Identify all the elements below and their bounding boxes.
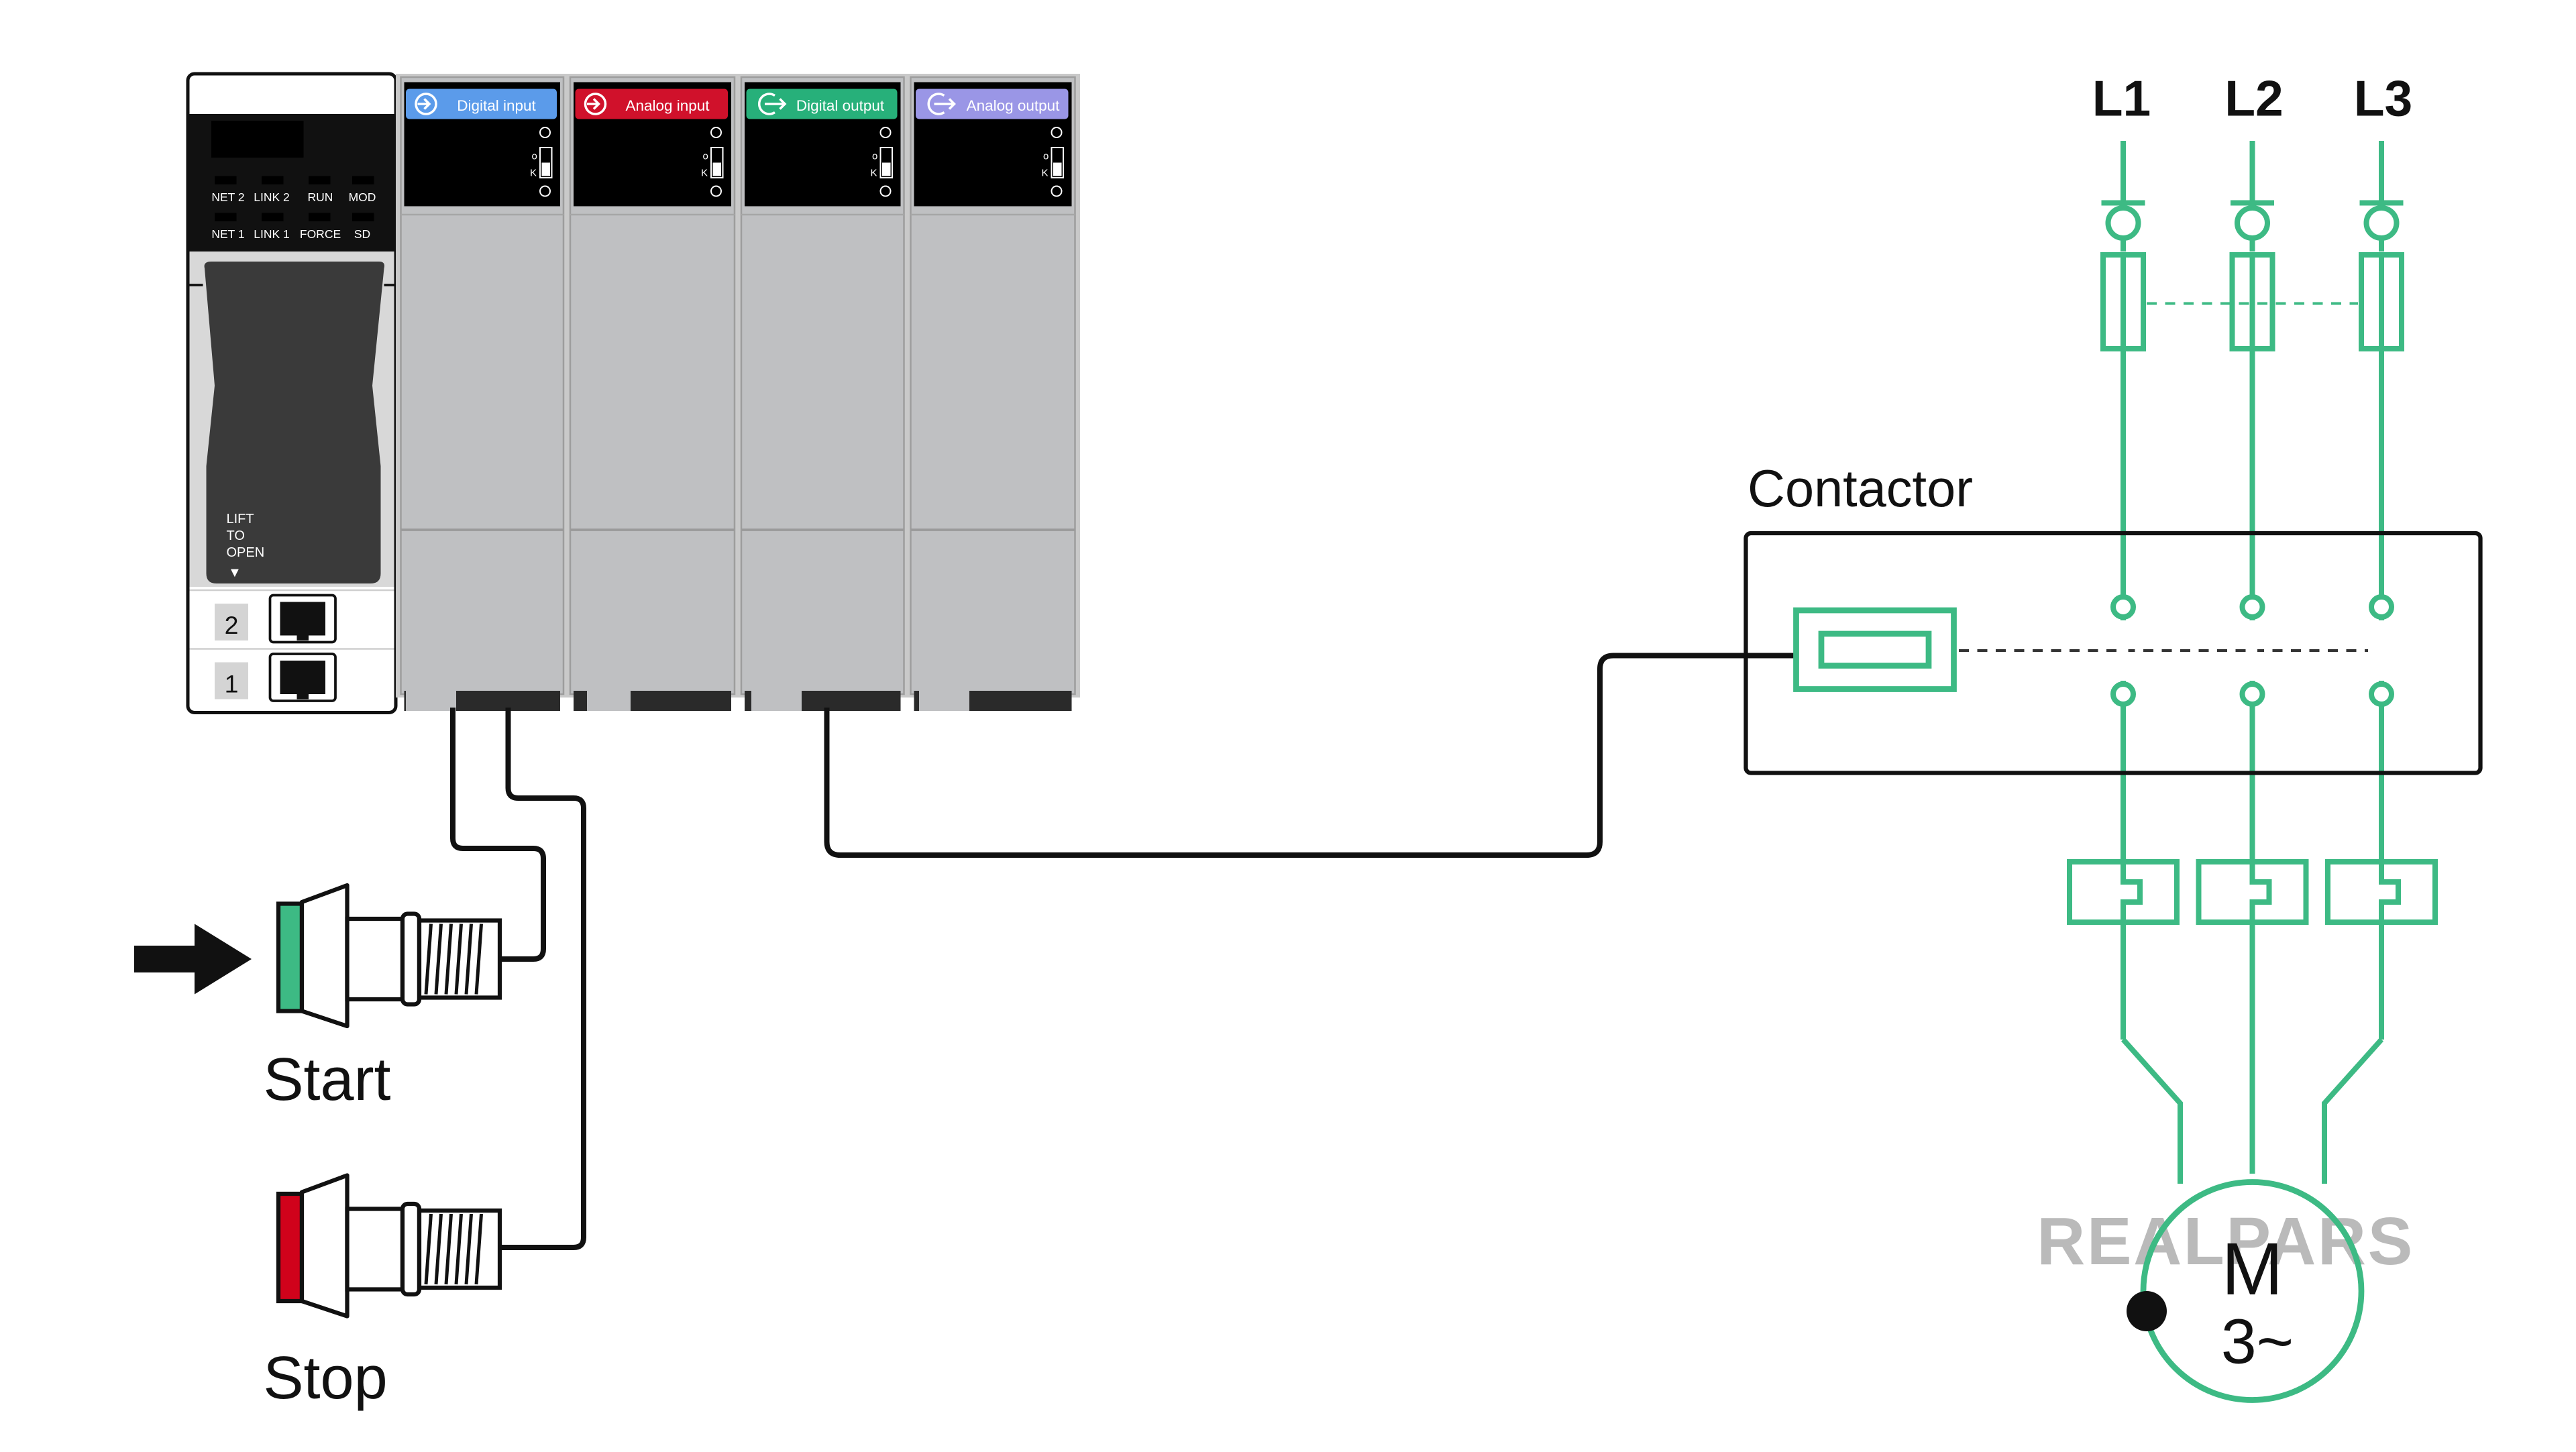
overload-relay bbox=[2067, 859, 2438, 925]
plc-display bbox=[211, 121, 304, 158]
io-modules: Digital input o K Analog input o K bbox=[396, 74, 1080, 711]
phase-label-l1: L1 bbox=[2092, 70, 2151, 127]
module-mark-k: K bbox=[871, 168, 877, 179]
port-label-2: 2 bbox=[225, 611, 239, 639]
lock-open-icon bbox=[710, 127, 722, 138]
plc-controller: NET 2 LINK 2 RUN MOD NET 1 LINK 1 FORCE … bbox=[186, 72, 398, 714]
module-mark-o: o bbox=[872, 151, 877, 162]
start-label: Start bbox=[264, 1046, 391, 1113]
module-mark-o: o bbox=[703, 151, 708, 162]
module-mark-k: K bbox=[530, 168, 537, 179]
control-wiring bbox=[450, 653, 1794, 1250]
module-analog-output: Analog output o K bbox=[910, 76, 1076, 711]
module-mark-o: o bbox=[1043, 151, 1049, 162]
stop-label: Stop bbox=[264, 1345, 388, 1412]
led-label-link1: LINK 1 bbox=[254, 227, 290, 241]
lock-closed-icon bbox=[710, 185, 722, 197]
module-label-digital-output: Digital output bbox=[796, 97, 885, 114]
motor-label-phase: 3~ bbox=[2221, 1306, 2294, 1378]
start-push-button[interactable] bbox=[134, 883, 502, 1029]
contactor-label: Contactor bbox=[1748, 460, 1973, 518]
plc-door bbox=[204, 262, 384, 583]
module-mark-k: K bbox=[1042, 168, 1049, 179]
door-text-lift: LIFT bbox=[227, 512, 254, 526]
phase-label-l3: L3 bbox=[2354, 70, 2413, 127]
lock-closed-icon bbox=[539, 185, 551, 197]
motor-terminal-dot bbox=[2127, 1291, 2167, 1331]
stop-push-button[interactable] bbox=[276, 1173, 502, 1319]
led-label-run: RUN bbox=[308, 190, 333, 204]
module-label-analog-input: Analog input bbox=[625, 97, 710, 114]
wire-contactor-coil bbox=[824, 653, 1794, 858]
led-label-net1: NET 1 bbox=[211, 227, 244, 241]
lock-closed-icon bbox=[879, 185, 892, 197]
module-mark-o: o bbox=[532, 151, 537, 162]
port-label-1: 1 bbox=[225, 670, 239, 698]
led-label-link2: LINK 2 bbox=[254, 190, 290, 204]
lock-open-icon bbox=[879, 127, 892, 138]
module-digital-input: Digital input o K bbox=[400, 76, 565, 711]
phase-labels: L1 L2 L3 bbox=[2092, 70, 2413, 127]
led-label-net2: NET 2 bbox=[211, 190, 244, 204]
module-label-analog-output: Analog output bbox=[967, 97, 1061, 114]
motor: M 3~ bbox=[2127, 1179, 2365, 1403]
arrow-out-icon bbox=[758, 93, 775, 115]
module-analog-input: Analog input o K bbox=[569, 76, 736, 711]
phase-label-l2: L2 bbox=[2224, 70, 2284, 127]
lock-open-icon bbox=[1051, 127, 1063, 138]
led-label-sd: SD bbox=[354, 227, 370, 241]
lock-closed-icon bbox=[1051, 185, 1063, 197]
door-arrow-icon: ▼ bbox=[228, 565, 241, 580]
door-text-open: OPEN bbox=[227, 545, 265, 560]
module-digital-output: Digital output o K bbox=[740, 76, 905, 711]
module-label-digital-input: Digital input bbox=[457, 97, 536, 114]
lock-open-icon bbox=[539, 127, 551, 138]
arrow-in-icon bbox=[584, 93, 607, 115]
module-mark-k: K bbox=[701, 168, 708, 179]
arrow-out-icon bbox=[927, 93, 945, 115]
ethernet-port-1[interactable] bbox=[280, 661, 326, 700]
wire-start-button bbox=[450, 708, 546, 962]
led-label-mod: MOD bbox=[349, 190, 376, 204]
arrow-in-icon bbox=[415, 93, 437, 115]
motor-label-m: M bbox=[2222, 1228, 2284, 1310]
led-label-force: FORCE bbox=[300, 227, 341, 241]
door-text-to: TO bbox=[227, 528, 245, 543]
ethernet-port-2[interactable] bbox=[280, 602, 326, 641]
contactor bbox=[1743, 530, 2483, 775]
wire-stop-button bbox=[500, 708, 586, 1250]
press-arrow-icon bbox=[134, 924, 252, 995]
